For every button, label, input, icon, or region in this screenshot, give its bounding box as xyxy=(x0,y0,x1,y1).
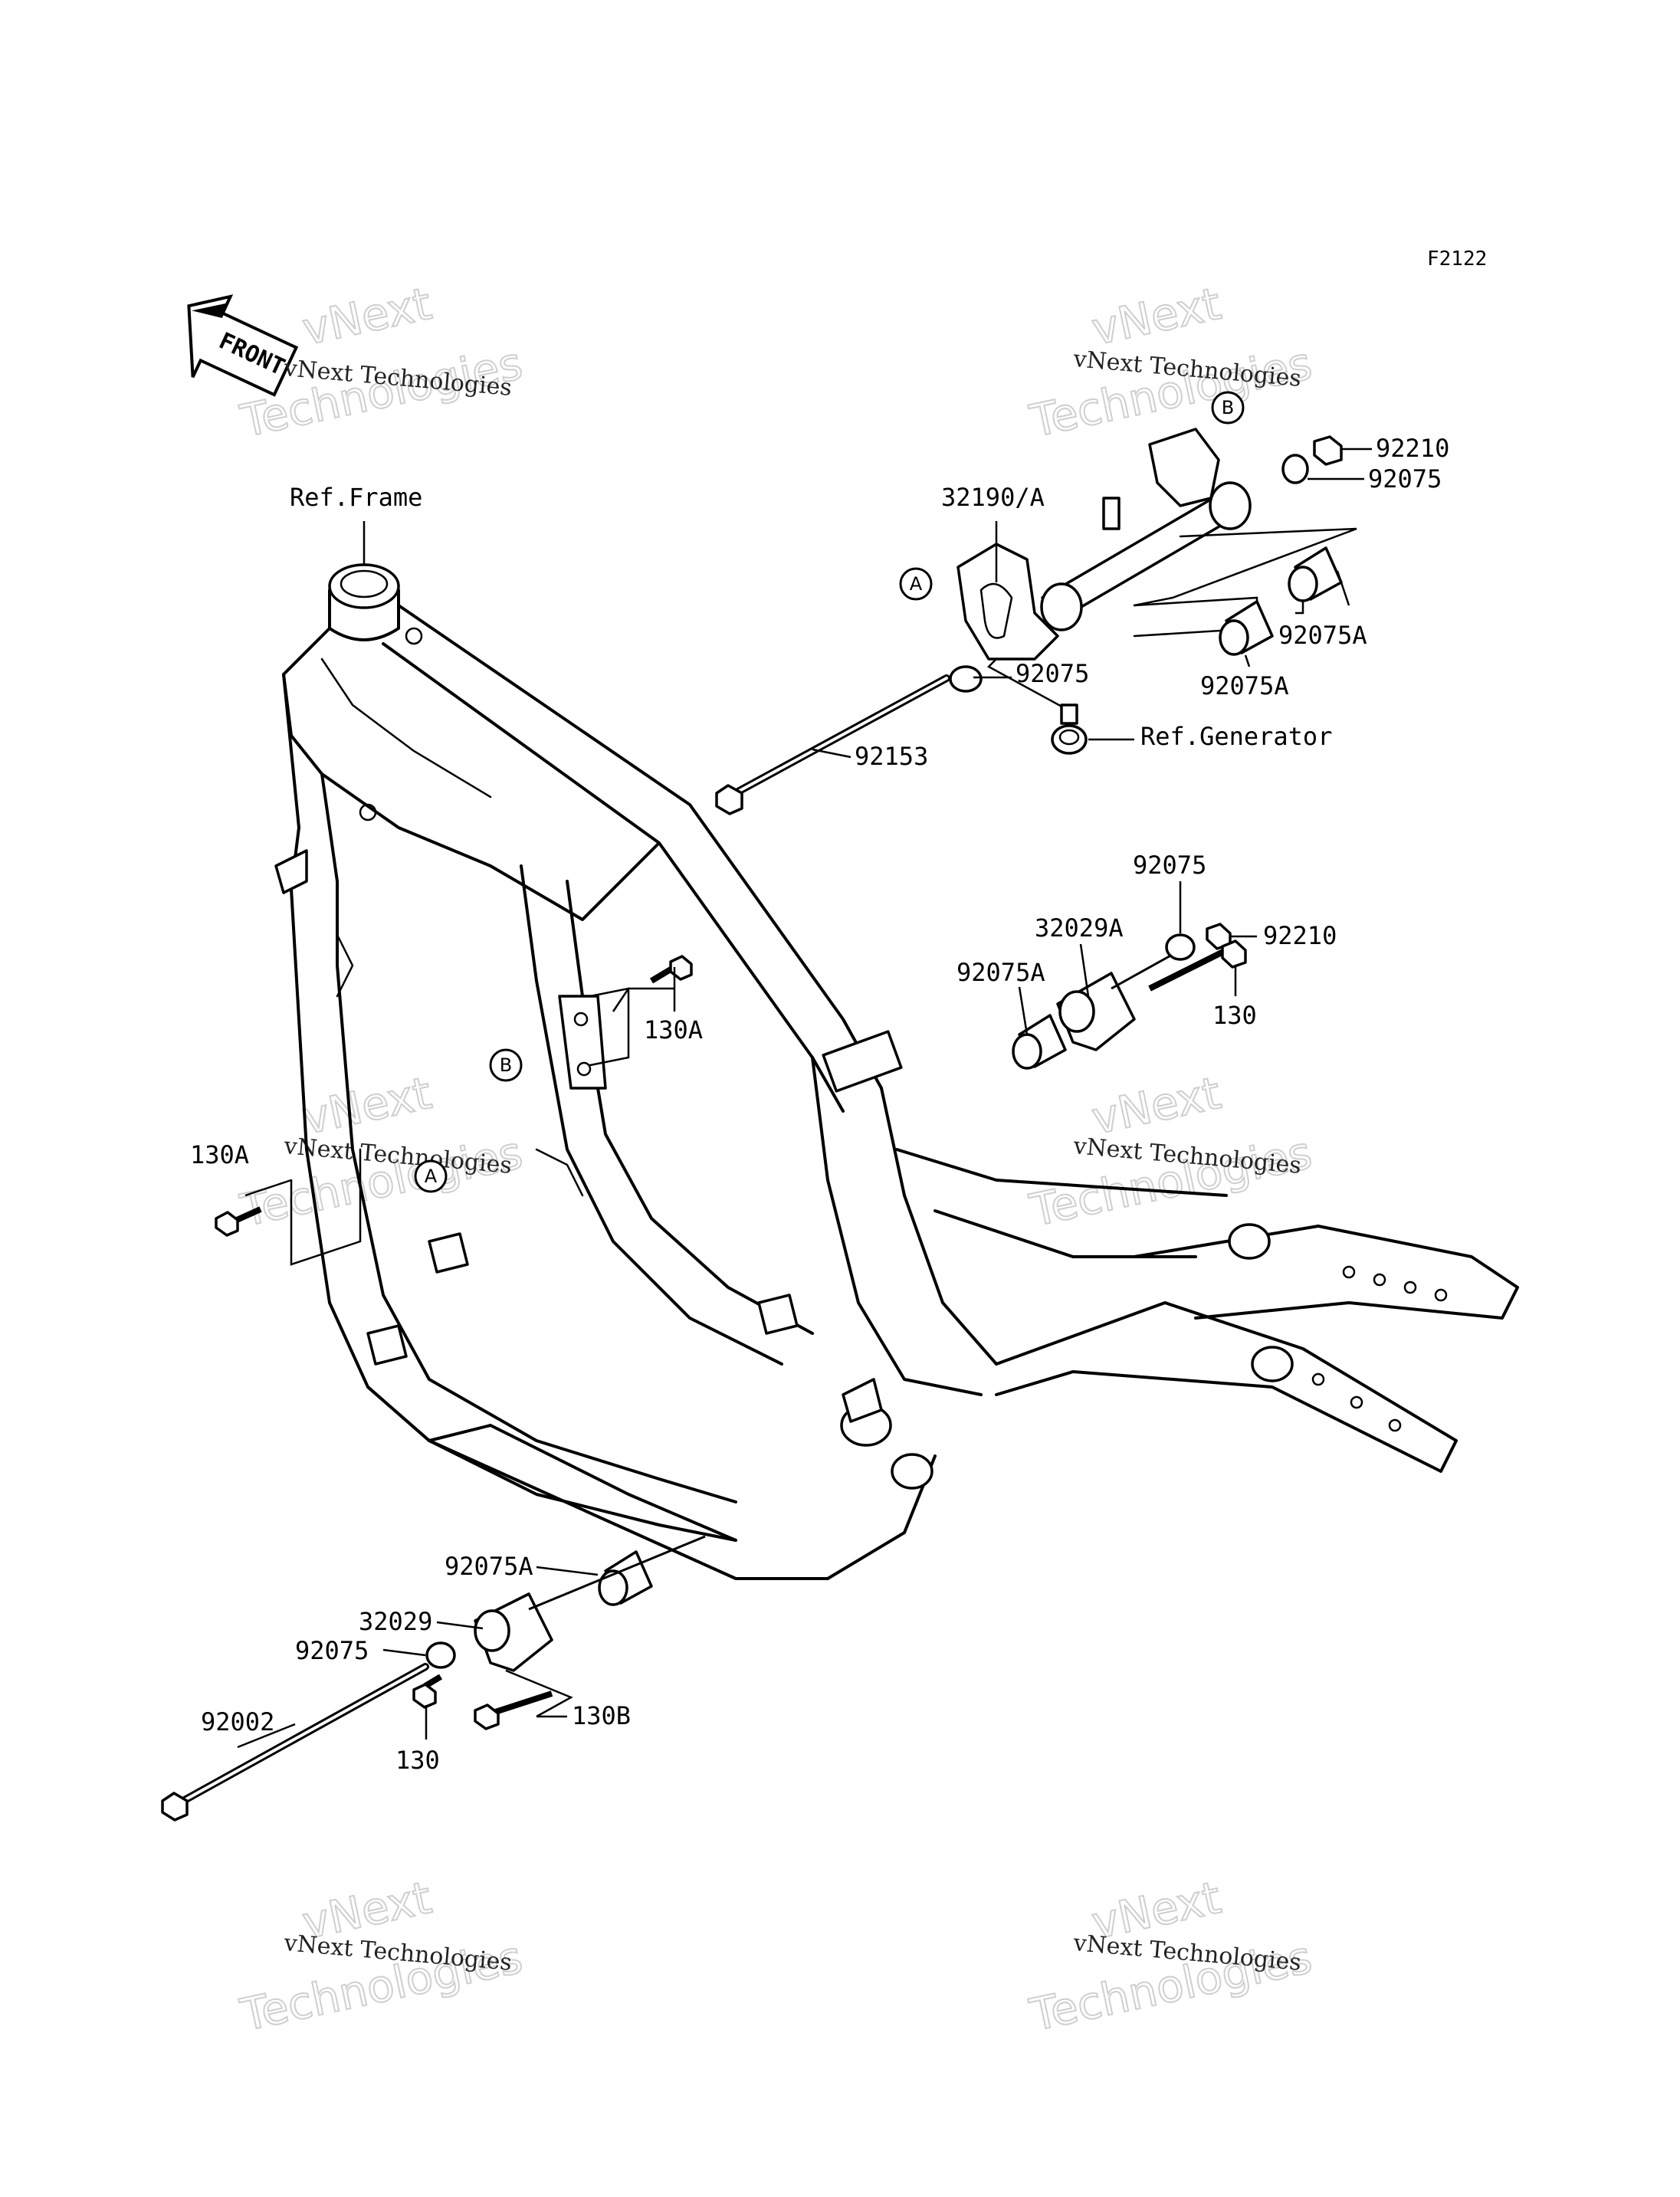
watermark-bottom-right: vNext Technologies vNext Technologies xyxy=(1025,1871,1317,2042)
marker-B-mid: B xyxy=(489,1048,523,1082)
watermark-bottom-left: vNext Technologies vNext Technologies xyxy=(235,1871,528,2042)
label-92075-top: 92075 xyxy=(1368,464,1442,494)
callout-labels: Ref.Frame 32190/A 92210 92075 92075 9207… xyxy=(190,434,1449,1775)
label-92210-r2: 92210 xyxy=(1263,921,1337,950)
svg-text:A: A xyxy=(425,1166,438,1187)
svg-text:B: B xyxy=(1222,397,1234,418)
bracket-32190A-assembly xyxy=(956,428,1252,714)
label-92075-mid: 92075 xyxy=(1016,659,1089,688)
label-92002: 92002 xyxy=(201,1707,274,1736)
hint-outline-top xyxy=(1133,527,1357,607)
label-32029A: 32029A xyxy=(1035,913,1124,943)
svg-text:A: A xyxy=(910,573,923,595)
bolt-130-r2 xyxy=(1148,939,1247,992)
label-92153: 92153 xyxy=(855,742,928,771)
svg-text:vNext: vNext xyxy=(1088,1067,1226,1145)
svg-text:vNext: vNext xyxy=(1088,277,1226,356)
leader-lines xyxy=(237,448,1372,1749)
label-92075-bottom: 92075 xyxy=(295,1636,369,1665)
washer-92075-r2 xyxy=(1165,933,1196,961)
marker-A-top: A xyxy=(899,567,933,601)
bolt-130B xyxy=(474,1690,553,1730)
label-ref-frame: Ref.Frame xyxy=(290,483,422,512)
diagram-code: F2122 xyxy=(1427,248,1487,271)
label-32190A: 32190/A xyxy=(941,483,1045,512)
washer-92075-mid xyxy=(949,665,983,693)
bolt-130A-mid xyxy=(649,955,693,984)
label-92210-top: 92210 xyxy=(1376,434,1449,463)
nut-92210-top xyxy=(1313,435,1343,466)
label-32029: 32029 xyxy=(359,1607,432,1636)
watermark-mid-right: vNext Technologies vNext Technologies xyxy=(1025,1066,1317,1238)
bolt-92002 xyxy=(161,1663,429,1822)
bushing-92075A-lower xyxy=(1219,600,1274,656)
svg-text:vNext: vNext xyxy=(298,277,436,356)
label-92075A-bottom: 92075A xyxy=(445,1552,533,1581)
bolt-130-bottom xyxy=(412,1674,443,1709)
label-130A-mid: 130A xyxy=(644,1015,703,1044)
bushing-92075A-bottom xyxy=(598,1550,653,1606)
marker-A-mid: A xyxy=(414,1159,448,1193)
label-ref-generator: Ref.Generator xyxy=(1140,722,1332,751)
label-130A-left: 130A xyxy=(190,1140,249,1169)
label-92075A-r2: 92075A xyxy=(956,958,1045,987)
label-130B: 130B xyxy=(572,1701,631,1730)
bracket-32029-bottom xyxy=(474,1535,706,1672)
marker-B-top: B xyxy=(1211,391,1245,425)
bushing-92075A-right xyxy=(1288,546,1343,602)
bushing-92075A-r2 xyxy=(1012,1014,1067,1070)
label-92075-r2: 92075 xyxy=(1133,851,1206,880)
watermark-top-right: vNext Technologies vNext Technologies xyxy=(1025,277,1317,448)
bracket-32029A-assembly xyxy=(1056,949,1181,1051)
label-92075A-right: 92075A xyxy=(1278,621,1367,650)
generator-clamp xyxy=(1051,703,1088,755)
svg-text:B: B xyxy=(500,1054,512,1076)
label-130-r2: 130 xyxy=(1212,1001,1257,1030)
label-130-bottom: 130 xyxy=(395,1746,440,1775)
svg-text:vNext: vNext xyxy=(298,1067,436,1145)
bolt-130A-left xyxy=(215,1206,262,1237)
label-92075A-lower: 92075A xyxy=(1200,671,1289,700)
motorcycle-frame-drawing xyxy=(274,563,1519,1580)
bolt-92153 xyxy=(715,674,950,815)
watermark-mid-left: vNext Technologies vNext Technologies xyxy=(235,1066,528,1238)
washer-92075-top xyxy=(1281,454,1309,484)
washer-92075-bottom xyxy=(425,1641,456,1669)
